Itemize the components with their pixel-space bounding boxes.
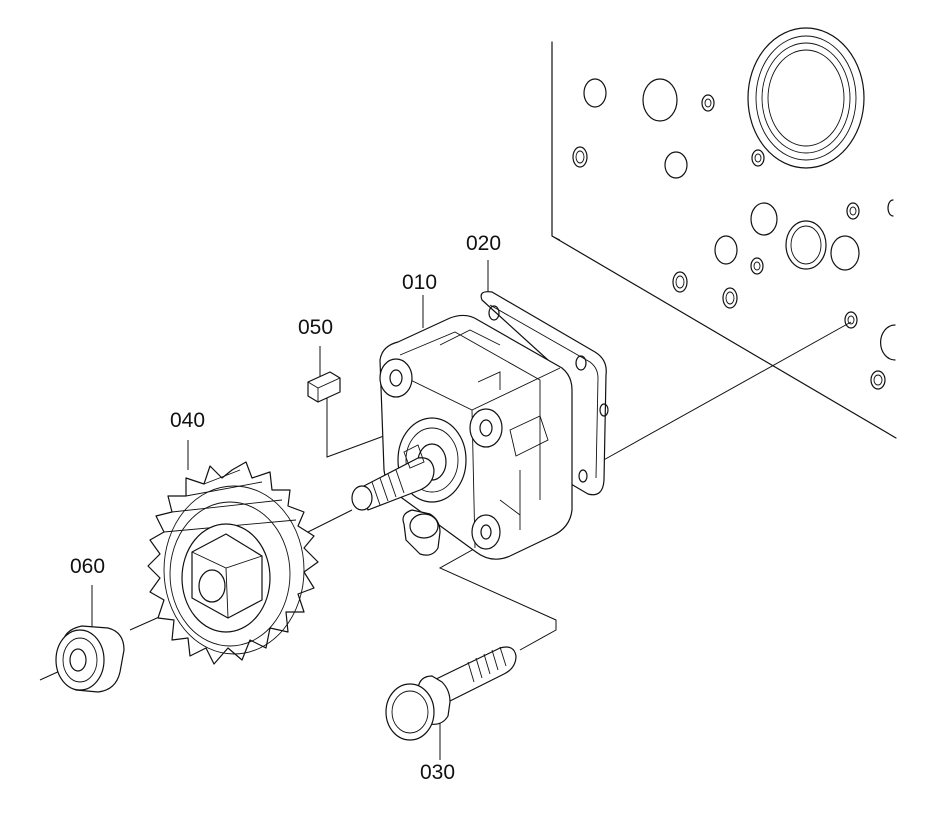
callout-050: 050 — [298, 316, 333, 339]
housing-plate — [551, 27, 897, 439]
callout-040: 040 — [170, 409, 205, 432]
leader-lines — [39, 260, 852, 760]
leader-050 — [326, 380, 401, 458]
callout-030: 030 — [420, 761, 455, 784]
callout-labels: 020 010 050 040 060 030 — [70, 232, 501, 784]
callout-020: 020 — [466, 232, 501, 255]
callout-060: 060 — [70, 555, 105, 578]
leader-030 — [438, 539, 557, 651]
pin-dowel — [402, 509, 441, 556]
leader-gear-shaft — [301, 509, 353, 536]
callout-010: 010 — [402, 271, 437, 294]
gear-040 — [147, 461, 319, 665]
nut-060 — [55, 625, 125, 693]
key-050 — [307, 371, 341, 403]
pump-body-010 — [351, 314, 573, 560]
bolt-030 — [385, 646, 517, 741]
leader-020 — [599, 321, 852, 463]
gasket-020 — [480, 291, 609, 496]
